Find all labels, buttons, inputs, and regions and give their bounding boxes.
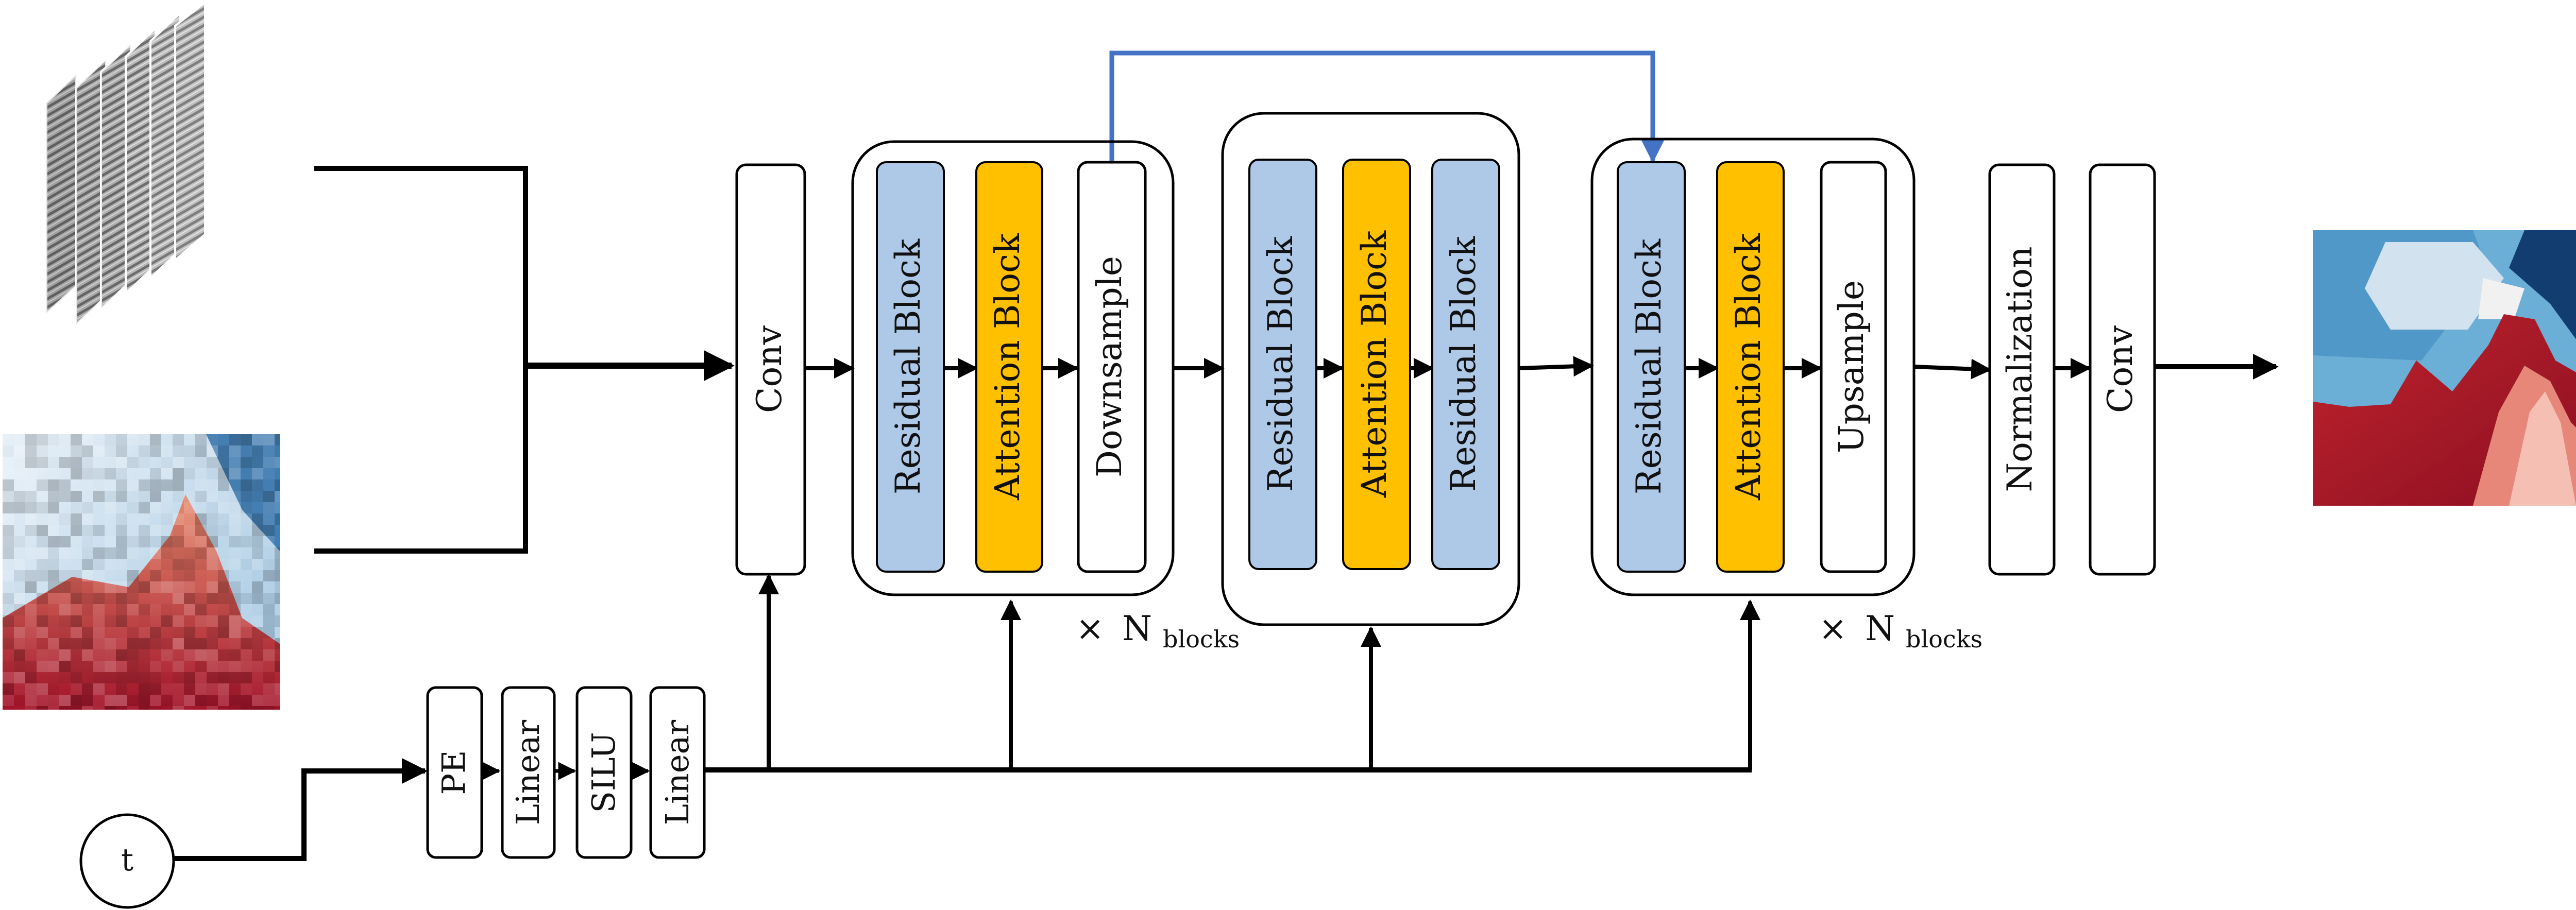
up-repeat-sub: blocks xyxy=(1906,625,1982,653)
connectors xyxy=(174,166,2279,861)
up-block-container xyxy=(1590,138,1916,596)
pe-label: PE xyxy=(435,750,472,795)
conv-out-label: Conv xyxy=(2100,325,2140,413)
embed-linear-block-2: Linear xyxy=(649,686,706,859)
mid-attention-label: Attention Block xyxy=(1354,230,1394,498)
mid-residual-label-2: Residual Block xyxy=(1444,236,1483,492)
conv-in-label: Conv xyxy=(750,325,789,413)
seismic-input-line xyxy=(314,166,528,366)
upsample-block: Upsample xyxy=(1820,161,1887,573)
embed-linear-label-1: Linear xyxy=(509,720,547,826)
up-attention-block: Attention Block xyxy=(1716,161,1785,573)
seismic-panel xyxy=(45,72,77,316)
predicted-velocity-map xyxy=(2313,230,2576,506)
seismic-panel xyxy=(100,41,132,312)
arrow-up-to-norm xyxy=(1913,358,1992,380)
silu-label: SILU xyxy=(585,732,622,813)
down-repeat-sub: blocks xyxy=(1163,625,1240,653)
down-attention-block: Attention Block xyxy=(975,161,1043,573)
up-residual-label: Residual Block xyxy=(1629,238,1669,494)
mid-residual-block-2: Residual Block xyxy=(1431,159,1500,570)
down-residual-label: Residual Block xyxy=(888,238,928,494)
up-attention-label: Attention Block xyxy=(1728,233,1768,501)
seismic-panel xyxy=(75,57,107,327)
pe-block: PE xyxy=(426,686,483,859)
conv-in-block: Conv xyxy=(735,163,806,576)
noisy-velocity-map xyxy=(3,434,280,710)
mid-residual-block-1: Residual Block xyxy=(1248,159,1317,570)
downsample-label: Downsample xyxy=(1090,256,1129,477)
up-repeat-n: N xyxy=(1865,609,1895,648)
down-residual-block: Residual Block xyxy=(876,161,945,573)
up-residual-block: Residual Block xyxy=(1617,161,1686,573)
normalization-label: Normalization xyxy=(2000,246,2040,492)
svg-text:× N blocks: × N blocks xyxy=(1819,609,1982,653)
mid-residual-label-1: Residual Block xyxy=(1261,236,1300,492)
silu-block: SILU xyxy=(575,686,633,859)
down-repeat-label: × N blocks xyxy=(1076,609,1240,653)
mid-attention-block: Attention Block xyxy=(1342,159,1411,570)
downsample-block: Downsample xyxy=(1077,161,1147,573)
noisy-input-line xyxy=(314,366,528,554)
seismic-panel xyxy=(174,0,206,263)
arrow-mid-to-up xyxy=(1518,356,1594,377)
up-repeat-label: × N blocks xyxy=(1819,609,1982,653)
upsample-label: Upsample xyxy=(1832,280,1871,453)
down-block-container xyxy=(851,140,1175,596)
embed-linear-label-2: Linear xyxy=(658,720,696,826)
arrow-t-to-pe xyxy=(174,758,428,861)
seismic-traces-stack xyxy=(45,0,206,327)
down-attention-label: Attention Block xyxy=(988,233,1027,501)
down-repeat-n: N xyxy=(1122,609,1152,648)
skip-connection-arrow xyxy=(1109,50,1665,163)
mid-block-container xyxy=(1221,112,1520,626)
normalization-block: Normalization xyxy=(1988,163,2056,576)
conv-out-block: Conv xyxy=(2089,163,2156,576)
time-label: t xyxy=(121,842,133,878)
seismic-panel xyxy=(149,10,181,281)
time-input: t xyxy=(79,813,175,909)
embed-linear-block-1: Linear xyxy=(501,686,556,859)
up-repeat-x: × xyxy=(1819,609,1847,648)
noise-texture xyxy=(3,434,280,710)
down-repeat-x: × xyxy=(1076,609,1104,648)
svg-text:× N blocks: × N blocks xyxy=(1076,609,1240,653)
